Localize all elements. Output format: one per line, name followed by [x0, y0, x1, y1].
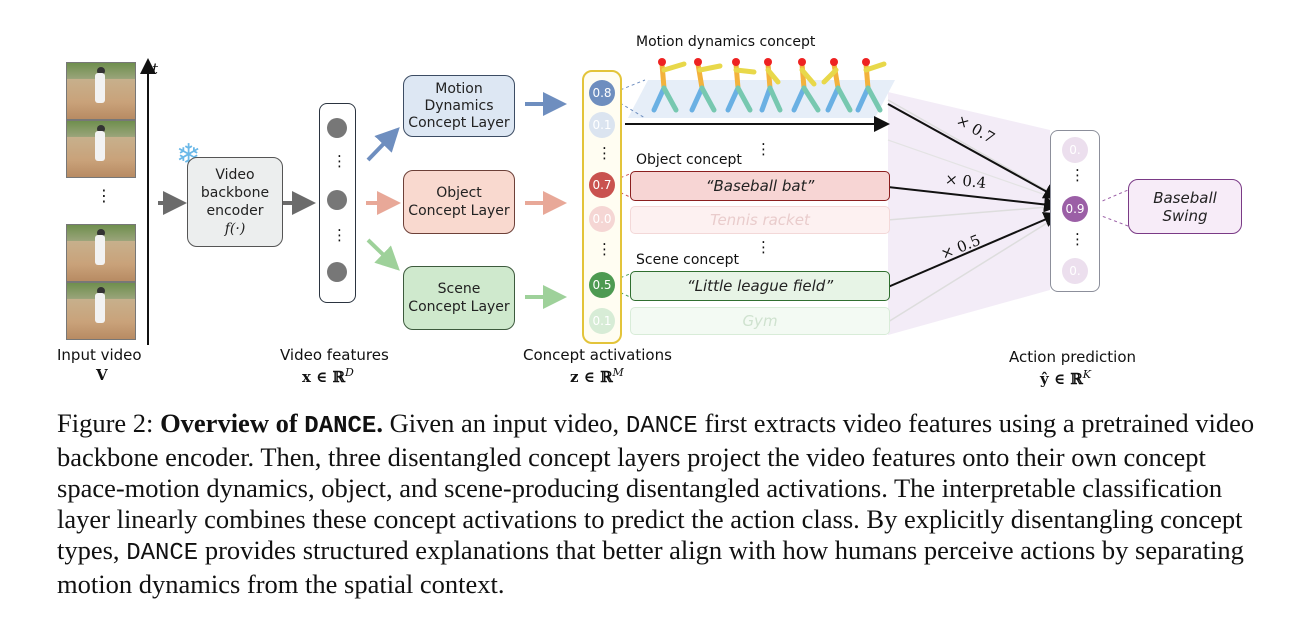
activation-motion-faded: 0.1	[589, 112, 615, 138]
motion-stick-figures	[651, 58, 887, 113]
object-ellipsis: ⋮	[756, 238, 771, 256]
object-concept-layer: Object Concept Layer	[403, 170, 515, 234]
scene-concept-active: “Little league field”	[630, 271, 890, 301]
video-frame-1	[66, 62, 136, 120]
motion-concept-title: Motion dynamics concept	[636, 34, 816, 50]
video-encoder-box: Video backbone encoder f(·)	[187, 157, 283, 247]
activation-scene: 0.5	[589, 272, 615, 298]
video-frame-2	[66, 120, 136, 178]
figure-caption: Figure 2: Overview of DANCE. Given an in…	[57, 408, 1255, 599]
activation-ellipsis-1: ⋮	[597, 144, 612, 162]
prediction-ellipsis-2: ⋮	[1070, 230, 1085, 248]
scene-concept-layer: Scene Concept Layer	[403, 266, 515, 330]
time-axis-label: t	[152, 60, 159, 78]
object-concept-active: “Baseball bat”	[630, 171, 890, 201]
feature-vector: ⋮ ⋮	[319, 103, 356, 303]
encoder-line1: Video	[215, 167, 255, 183]
encoder-line3: encoder	[206, 203, 264, 219]
diagram-canvas	[140, 58, 1129, 345]
object-concept-faded: Tennis racket	[630, 206, 890, 234]
action-prediction-symbol: ŷ ∈ ℝK	[1040, 368, 1091, 388]
video-features-symbol: x ∈ ℝD	[302, 366, 354, 386]
encoder-line2: backbone	[200, 185, 270, 201]
activation-scene-faded: 0.1	[589, 308, 615, 334]
prediction-main: 0.9	[1062, 196, 1088, 222]
prediction-ellipsis-1: ⋮	[1070, 166, 1085, 184]
video-frame-4	[66, 282, 136, 340]
input-video-label: Input video	[57, 346, 142, 364]
encoder-fn: f(·)	[224, 221, 246, 237]
activation-object: 0.7	[589, 172, 615, 198]
video-frame-3	[66, 224, 136, 282]
input-video-symbol: V	[96, 366, 108, 384]
concept-activations-label: Concept activations	[523, 346, 672, 364]
predicted-class-box: Baseball Swing	[1128, 179, 1242, 234]
motion-concept-layer: Motion Dynamics Concept Layer	[403, 75, 515, 137]
object-concept-title: Object concept	[636, 152, 742, 168]
activation-ellipsis-2: ⋮	[597, 240, 612, 258]
action-prediction-label: Action prediction	[1009, 348, 1137, 366]
prediction-bottom-faded: 0.	[1062, 258, 1088, 284]
motion-ellipsis: ⋮	[756, 140, 771, 158]
prediction-top-faded: 0.	[1062, 137, 1088, 163]
activation-object-faded: 0.0	[589, 206, 615, 232]
scene-concept-title: Scene concept	[636, 252, 739, 268]
video-ellipsis: ⋮	[96, 186, 112, 205]
concept-activations-symbol: z ∈ ℝM	[570, 366, 624, 386]
video-features-label: Video features	[280, 346, 389, 364]
scene-concept-faded: Gym	[630, 307, 890, 335]
activation-motion: 0.8	[589, 80, 615, 106]
